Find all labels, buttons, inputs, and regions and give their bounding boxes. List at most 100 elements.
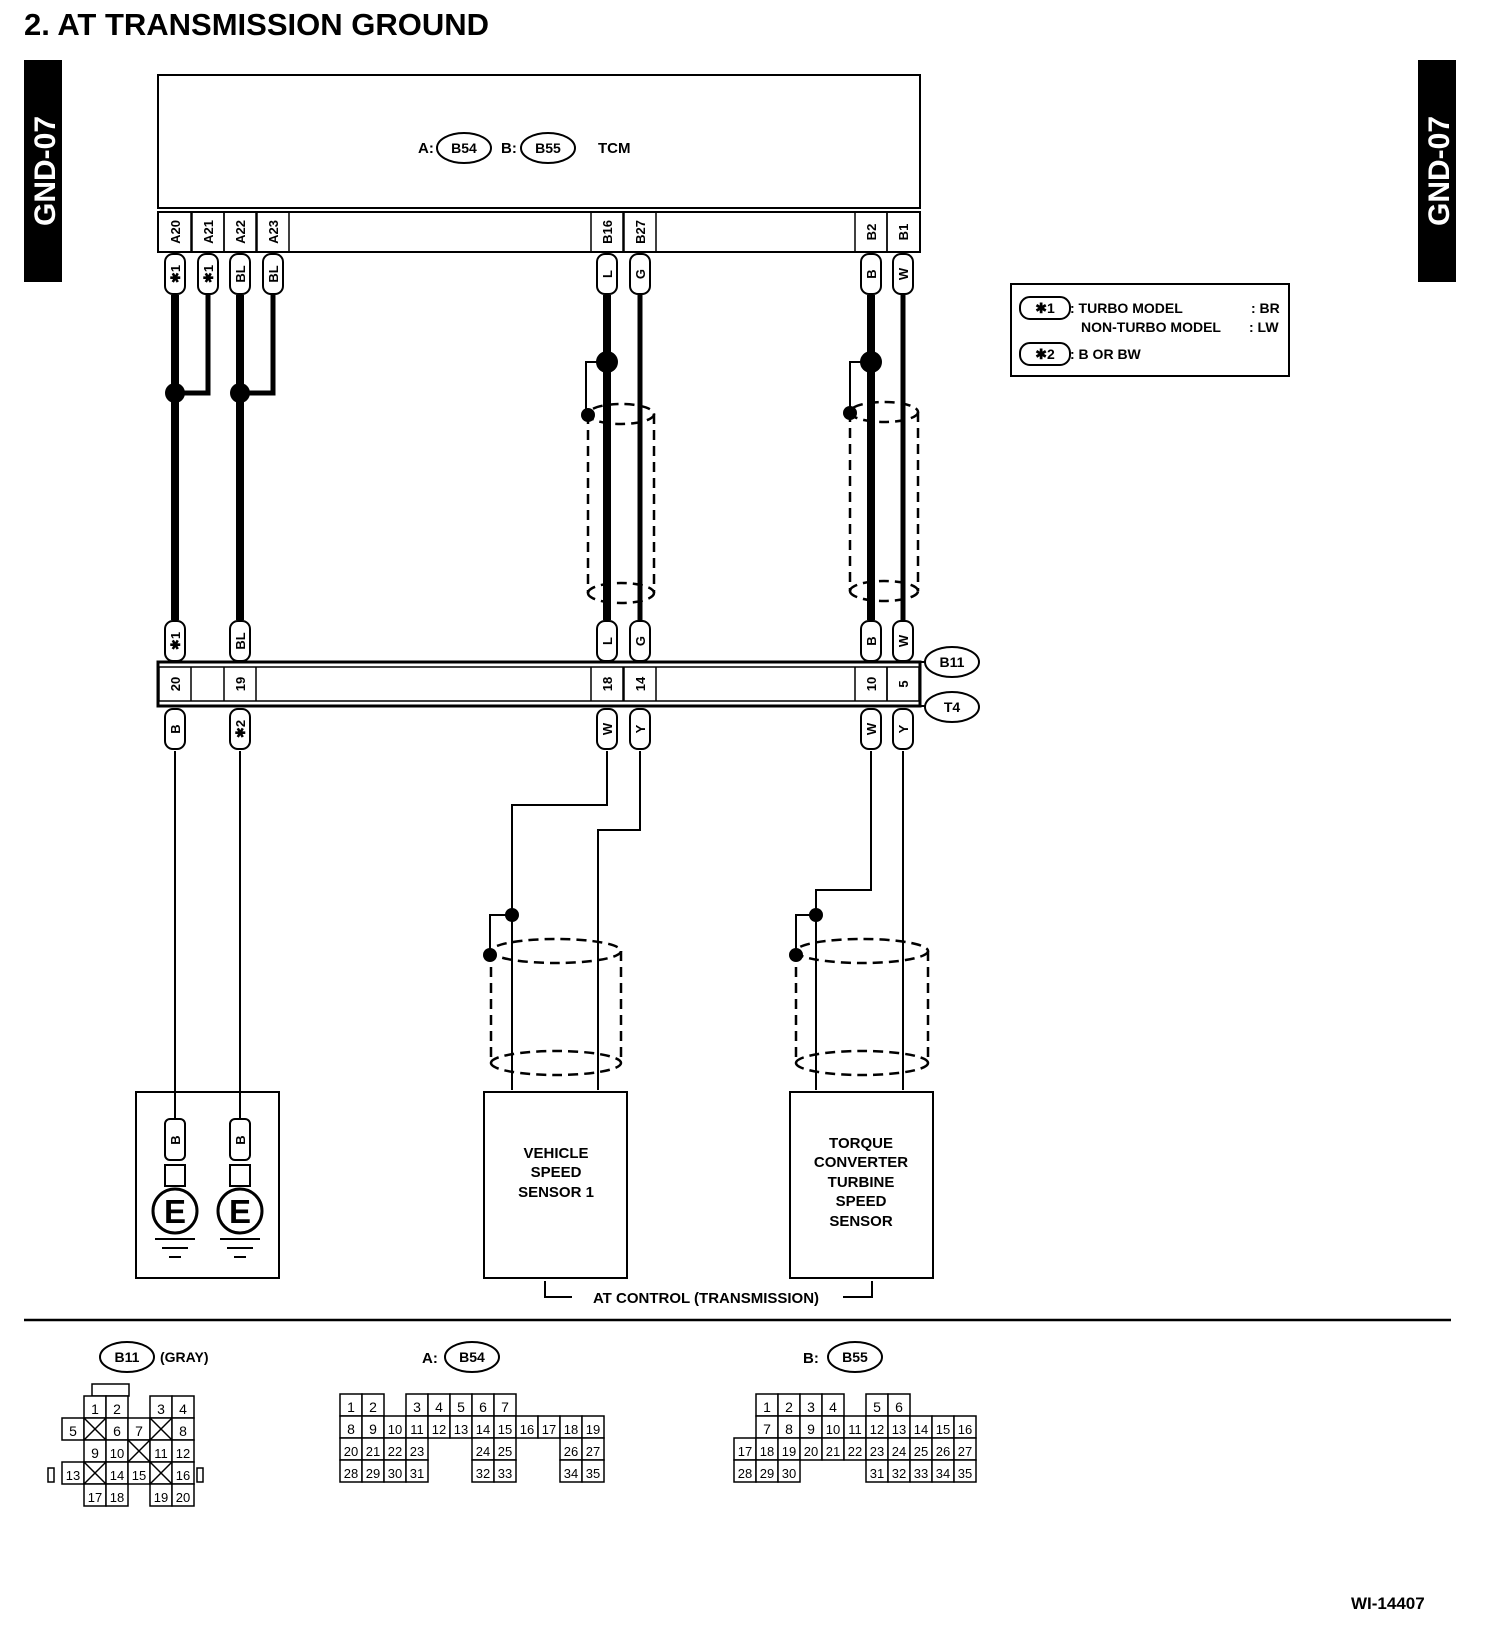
shield-vss-lower: [489, 937, 623, 1077]
b55-view-prefix: B:: [803, 1350, 819, 1367]
junction-bottom-color-3-text: Y: [633, 724, 648, 733]
b54-pin-2: 2: [369, 1399, 377, 1415]
b55-pin-3: 3: [807, 1399, 815, 1415]
junction-bottom-color-2-text: W: [600, 722, 615, 735]
b54-cell-14: 14: [471, 1415, 495, 1439]
b55-connector-view-header: B: B55: [803, 1341, 883, 1373]
junction-top-color-4: B: [860, 620, 882, 662]
ground-left-symbol: E: [164, 1193, 186, 1230]
junction-top-color-0-text: ✱1: [168, 632, 183, 650]
tcts-label-line-4: SPEED: [836, 1193, 887, 1210]
tcm-pin-b16-text: B16: [600, 220, 615, 244]
b54-pin-6: 6: [479, 1399, 487, 1415]
tcm-connector-a-oval: [436, 132, 492, 164]
b54-pin-9: 9: [369, 1421, 377, 1437]
b54-cell-12: 12: [427, 1415, 451, 1439]
b55-cell-11: 11: [843, 1415, 867, 1439]
tcm-wire-color-5: G: [629, 253, 651, 295]
b54-cell-32: 32: [471, 1459, 495, 1483]
b55-view-conn: B55: [842, 1349, 868, 1365]
b11-pin-10: 10: [110, 1446, 124, 1461]
ground-right: B E: [216, 1118, 264, 1258]
b55-pin-23: 23: [870, 1444, 884, 1459]
b54-pin-22: 22: [388, 1444, 402, 1459]
junction-top-color-5: W: [892, 620, 914, 662]
junction-pin-20-text: 20: [168, 677, 183, 691]
page-title: 2. AT TRANSMISSION GROUND: [24, 7, 489, 42]
tcm-pin-a20-text: A20: [168, 220, 183, 244]
b54-cell-21: 21: [361, 1437, 385, 1461]
b11-pin-5: 5: [69, 1423, 77, 1439]
b54-pin-32: 32: [476, 1466, 490, 1481]
b54-cell-9: 9: [361, 1415, 385, 1439]
tcm-wire-color-4: L: [596, 253, 618, 295]
tcm-pin-b1-text: B1: [896, 224, 911, 241]
junction-bottom-color-1: ✱2: [229, 708, 251, 750]
b54-cell-34: 34: [559, 1459, 583, 1483]
b54-pin-33: 33: [498, 1466, 512, 1481]
b54-pin-34: 34: [564, 1466, 578, 1481]
b11-pin-17: 17: [88, 1490, 102, 1505]
legend-note1-label-2: NON-TURBO MODEL: [1081, 319, 1221, 335]
b54-pin-4: 4: [435, 1399, 443, 1415]
tcm-wire-color-6-text: B: [864, 269, 879, 278]
tcm-pin-a21-text: A21: [201, 220, 216, 244]
b11-cell-blank: [83, 1461, 107, 1485]
b11-cell-14: 14: [105, 1461, 129, 1485]
b55-cell-8: 8: [777, 1415, 801, 1439]
b11-pin-2: 2: [113, 1401, 121, 1417]
tcm-wire-color-3-text: BL: [266, 265, 281, 282]
b55-pin-6: 6: [895, 1399, 903, 1415]
b55-cell-22: 22: [843, 1437, 867, 1461]
b55-cell-4: 4: [821, 1393, 845, 1417]
b54-cell-33: 33: [493, 1459, 517, 1483]
b11-pin-3: 3: [157, 1401, 165, 1417]
junction-top-color-3: G: [629, 620, 651, 662]
shield-vss-upper: [586, 402, 656, 605]
b55-pin-19: 19: [782, 1444, 796, 1459]
tcm-wire-color-4-text: L: [600, 270, 615, 278]
b54-cell-30: 30: [383, 1459, 407, 1483]
at-control-label: AT CONTROL (TRANSMISSION): [593, 1290, 819, 1307]
junction-pin-19: 19: [233, 677, 248, 691]
b54-cell-3: 3: [405, 1393, 429, 1417]
b55-cell-26: 26: [931, 1437, 955, 1461]
b55-cell-30: 30: [777, 1459, 801, 1483]
tcm-pin-b2-text: B2: [864, 224, 879, 241]
b11-pin-20: 20: [176, 1490, 190, 1505]
b54-cell-18: 18: [559, 1415, 583, 1439]
b54-pin-15: 15: [498, 1422, 512, 1437]
lower-wires: [174, 751, 904, 1118]
vss-label-line-3: SENSOR 1: [518, 1184, 594, 1201]
b55-pin-9: 9: [807, 1421, 815, 1437]
tcts-label-line-3: TURBINE: [828, 1174, 895, 1191]
b11-pin-1: 1: [91, 1401, 99, 1417]
b11-pin-11: 11: [154, 1446, 168, 1461]
junction-pin-14: 14: [633, 676, 648, 691]
side-tab-right-label: GND-07: [1423, 116, 1456, 226]
b55-cell-7: 7: [755, 1415, 779, 1439]
b11-view-color: (GRAY): [160, 1349, 209, 1365]
b55-pin-11: 11: [848, 1422, 862, 1437]
tcm-pin-b27: B27: [633, 220, 648, 244]
junction-pin-19-text: 19: [233, 677, 248, 691]
b54-pin-28: 28: [344, 1466, 358, 1481]
junction-bottom-color-0-text: B: [168, 724, 183, 733]
junction-pin-18-text: 18: [600, 677, 615, 691]
tcm-wire-color-1: ✱1: [197, 253, 219, 295]
tcm-pin-a23-text: A23: [266, 220, 281, 244]
junction-pin-20: 20: [168, 677, 183, 691]
junction-pin-5: 5: [896, 680, 911, 687]
b54-pin-35: 35: [586, 1466, 600, 1481]
b54-pin-10: 10: [388, 1422, 402, 1437]
b11-cell-17: 17: [83, 1483, 107, 1507]
b55-pin-7: 7: [763, 1421, 771, 1437]
tcts-label-line-2: CONVERTER: [814, 1154, 908, 1171]
tcm-pin-a23: A23: [266, 220, 281, 244]
b55-cell-19: 19: [777, 1437, 801, 1461]
b54-cell-19: 19: [581, 1415, 605, 1439]
b55-cell-16: 16: [953, 1415, 977, 1439]
b54-pin-14: 14: [476, 1422, 490, 1437]
b11-cell-15: 15: [127, 1461, 151, 1485]
